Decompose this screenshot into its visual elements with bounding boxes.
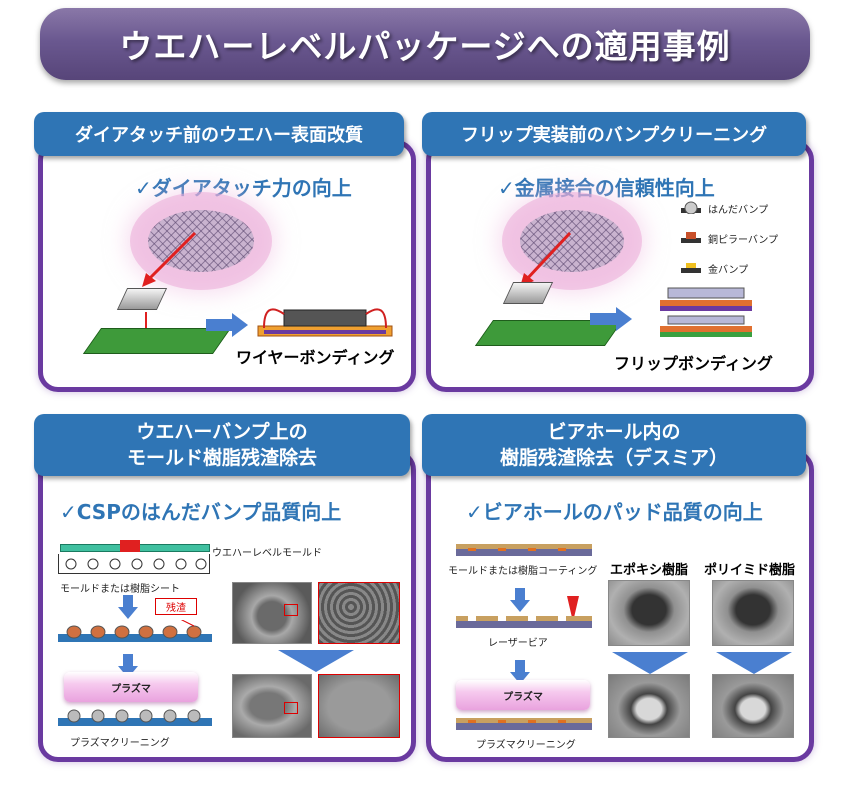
lasered-substrate-icon xyxy=(456,616,592,628)
bumped-wafer-residue-icon xyxy=(58,620,212,642)
wafer-illustration-2 xyxy=(520,210,624,272)
blue-right-arrow-icon xyxy=(206,313,248,337)
flip-bond-stack-icon xyxy=(660,287,752,337)
panel-3-subhead: ✓CSPのはんだバンプ品質向上 xyxy=(60,500,342,524)
panel-1-header: ダイアタッチ前のウエハー表面改質 xyxy=(34,112,404,156)
substrate-board xyxy=(82,328,232,354)
down-arrow-icon-3 xyxy=(510,588,530,612)
plasma-box: プラズマ xyxy=(64,672,198,702)
red-arrow-icon xyxy=(142,231,197,287)
blue-right-arrow-icon-2 xyxy=(590,307,632,331)
epoxy-before-image xyxy=(608,580,690,646)
panel-4-header-line-2: 樹脂残渣除去（デスミア） xyxy=(499,447,728,469)
zoom-region-marker-2 xyxy=(284,702,298,714)
cleaning-label: プラズマクリーニング xyxy=(70,738,170,749)
panel-4-subhead: ✓ビアホールのパッド品質の向上 xyxy=(466,500,763,524)
panel-1-subhead: ✓ダイアタッチ力の向上 xyxy=(135,176,352,200)
solder-bump-icon xyxy=(681,201,701,214)
plasma-box-2: プラズマ xyxy=(456,680,590,710)
epoxy-after-image xyxy=(608,674,690,738)
laser-beam-icon xyxy=(567,596,579,622)
panel-2-subhead: ✓金属接合の信頼性向上 xyxy=(498,176,715,200)
legend-solder-bump: はんだバンプ xyxy=(708,205,769,216)
coated-substrate-icon xyxy=(456,544,592,556)
panel-3-header-line-2: モールド樹脂残渣除去 xyxy=(126,447,317,469)
sem-after-zoom-image xyxy=(318,674,400,738)
title-banner: ウエハーレベルパッケージへの適用事例 xyxy=(40,8,810,80)
polyimide-before-image xyxy=(712,580,794,646)
epoxy-down-triangle-icon xyxy=(612,652,688,674)
sem-before-image xyxy=(232,582,312,644)
polyimide-label: ポリイミド樹脂 xyxy=(704,563,796,578)
mold-press-icon xyxy=(120,540,140,552)
plasma-label: プラズマ xyxy=(111,683,151,695)
coating-label: モールドまたは樹脂コーティング xyxy=(448,566,598,577)
legend-gold-bump: 金バンプ xyxy=(708,265,749,276)
panel-3-header-line-1: ウエハーバンプ上の xyxy=(136,421,308,443)
copper-pillar-bump-icon xyxy=(681,232,701,243)
legend-copper-pillar-bump: 銅ピラーバンプ xyxy=(708,235,779,246)
clean-substrate-icon xyxy=(456,718,592,730)
panel-4-header-line-1: ビアホール内の xyxy=(547,421,681,443)
red-down-arrow-icon xyxy=(145,312,147,330)
panel-bump-cleaning xyxy=(426,140,814,392)
polyimide-after-image xyxy=(712,674,794,738)
plasma-label-2: プラズマ xyxy=(503,691,543,703)
laser-label: レーザービア xyxy=(488,638,548,649)
page-title: ウエハーレベルパッケージへの適用事例 xyxy=(119,27,731,66)
sem-after-image xyxy=(232,674,312,738)
panel-3-header: ウエハーバンプ上の モールド樹脂残渣除去 xyxy=(34,414,410,476)
wire-bond-package-icon xyxy=(257,308,393,337)
down-arrow-icon-1 xyxy=(118,595,138,619)
mold-label: ウエハーレベルモールド xyxy=(212,548,322,559)
bump-row-icon xyxy=(65,558,207,570)
panel-1-result-label: ワイヤーボンディング xyxy=(236,348,395,367)
panel-2-header: フリップ実装前のバンプクリーニング xyxy=(422,112,806,156)
polyimide-down-triangle-icon xyxy=(716,652,792,674)
panel-2-result-label: フリップボンディング xyxy=(614,354,773,373)
gold-bump-icon xyxy=(681,263,701,273)
cleaning-label-2: プラズマクリーニング xyxy=(476,740,576,751)
epoxy-label: エポキシ樹脂 xyxy=(610,563,689,578)
panel-1-header-line-1: ダイアタッチ前のウエハー表面改質 xyxy=(75,125,363,146)
sem-before-zoom-image xyxy=(318,582,400,644)
process-down-triangle-icon xyxy=(278,650,354,672)
panel-2-header-line-1: フリップ実装前のバンプクリーニング xyxy=(460,125,768,146)
zoom-region-marker xyxy=(284,604,298,616)
sheet-label: モールドまたは樹脂シート xyxy=(60,584,180,595)
panel-4-header: ビアホール内の 樹脂残渣除去（デスミア） xyxy=(422,414,806,476)
residue-label: 残渣 xyxy=(155,598,197,615)
clean-bumped-wafer-icon xyxy=(58,709,212,726)
bump-tray xyxy=(58,554,210,574)
